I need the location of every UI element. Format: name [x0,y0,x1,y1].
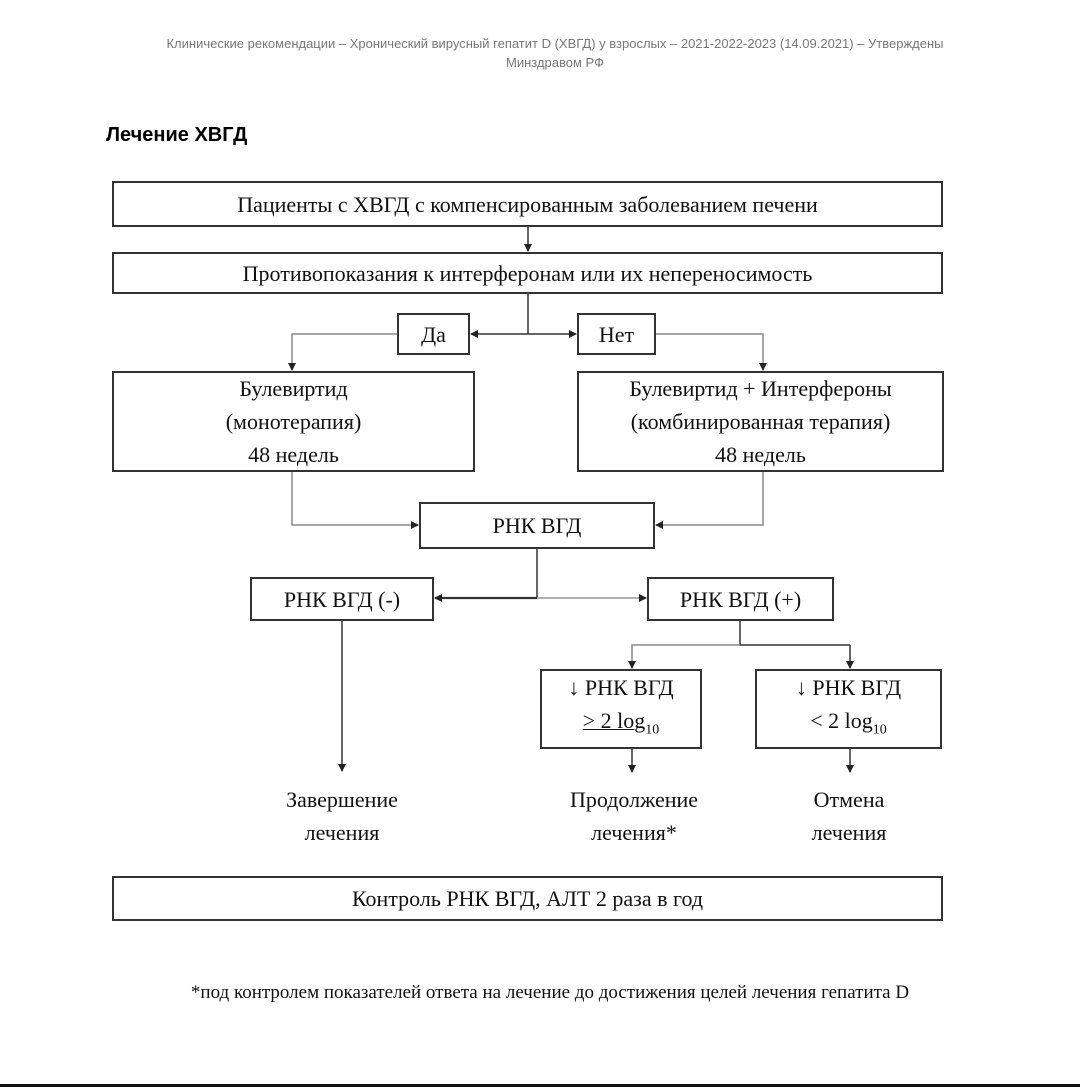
combo-line-1: Булевиртид + Интерфероны [629,376,892,401]
document-header: Клинические рекомендации – Хронический в… [40,34,1070,72]
monitoring-text: Контроль РНК ВГД, АЛТ 2 раза в год [351,886,704,911]
outcome-end: Завершение лечения [242,783,442,849]
outcome-continue: Продолжение лечения* [534,783,734,849]
page-bottom-rule [0,1084,1080,1087]
arrow-mono-to-rna [291,472,419,529]
rna-box: РНК ВГД [419,502,655,549]
footnote: *под контролем показателей ответа на леч… [190,982,910,1003]
stop-line-1: Отмена [813,787,885,812]
rna-drop-lt-box: ↓ РНК ВГД < 2 log10 [755,669,942,749]
mono-line-2: (монотерапия) [225,409,362,434]
no-box: Нет [577,313,656,355]
patients-text: Пациенты с ХВГД с компенсированным забол… [237,191,818,217]
drop-lt-subscript: 10 [872,722,887,738]
section-title: Лечение ХВГД [106,124,248,146]
rna-negative-box: РНК ВГД (-) [250,577,434,621]
drop-ge-value: > 2 log [582,708,646,734]
arrow-to-drop-ge [628,644,740,669]
header-line-1: Клинические рекомендации – Хронический в… [166,36,944,51]
combo-line-3: 48 недель [715,442,806,467]
arrow-combo-to-rna [655,472,764,529]
drop-ge-line-2: > 2 log10 [583,704,660,746]
arrow-yes-to-mono [288,333,397,371]
rna-drop-ge-box: ↓ РНК ВГД > 2 log10 [540,669,702,749]
end-line-1: Завершение [286,787,398,812]
rna-positive-text: РНК ВГД (+) [679,586,802,612]
drop-ge-subscript: 10 [645,722,660,738]
drop-lt-value: < 2 log [810,708,873,734]
line-pos-split [739,621,850,646]
no-text: Нет [598,321,635,347]
contraindications-text: Противопоказания к интерферонам или их н… [242,260,813,286]
mono-line-3: 48 недель [248,442,339,467]
mono-line-1: Булевиртид [239,376,348,401]
contraindications-box: Противопоказания к интерферонам или их н… [112,252,943,294]
monotherapy-box: Булевиртид (монотерапия) 48 недель [112,371,475,472]
arrow-no-to-combo [656,333,767,371]
drop-lt-line-1: ↓ РНК ВГД [795,675,902,701]
stop-line-2: лечения [811,820,887,845]
cont-line-2: лечения* [591,820,677,845]
end-line-2: лечения [304,820,380,845]
monitoring-box: Контроль РНК ВГД, АЛТ 2 раза в год [112,876,943,921]
yes-box: Да [397,313,470,355]
rna-positive-box: РНК ВГД (+) [647,577,834,621]
combo-line-2: (комбинированная терапия) [630,409,891,434]
combination-therapy-box: Булевиртид + Интерфероны (комбинированна… [577,371,944,472]
rna-negative-text: РНК ВГД (-) [283,586,401,612]
patients-box: Пациенты с ХВГД с компенсированным забол… [112,181,943,227]
yes-text: Да [421,321,446,347]
rna-text: РНК ВГД [492,513,582,538]
outcome-stop: Отмена лечения [749,783,949,849]
drop-lt-line-2: < 2 log10 [810,704,887,746]
cont-line-1: Продолжение [569,787,699,812]
header-line-2: Минздравом РФ [506,55,604,70]
drop-ge-line-1: ↓ РНК ВГД [568,675,674,701]
